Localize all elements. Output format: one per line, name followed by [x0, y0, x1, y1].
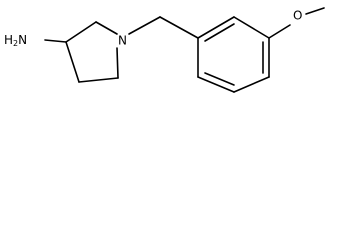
benzyl-linker — [128, 16, 199, 39]
bond-ar5-ar6 — [197, 76, 235, 93]
bond-ar1-ar2 — [197, 16, 235, 39]
amine-label: H2N — [4, 33, 27, 48]
ring-nitrogen-label: N — [118, 34, 127, 48]
bond-ch2-ring — [159, 16, 199, 39]
bond-c5-c4 — [78, 77, 119, 83]
bond-c4-c3 — [65, 41, 80, 83]
double-bond-ar1-ar2 — [204, 23, 235, 42]
bond-ar2-ar3 — [233, 16, 270, 39]
pyrrolidine-ring — [65, 21, 119, 83]
methoxy-group — [268, 7, 325, 39]
molecule-structure-diagram: H2N N O — [4, 7, 325, 93]
bond-c3-c2 — [65, 21, 97, 43]
bond-oxygen-methyl — [305, 7, 325, 15]
bond-c2-n1 — [95, 21, 118, 35]
bond-c3-amine — [44, 39, 67, 43]
ether-oxygen-label: O — [293, 9, 302, 23]
benzene-ring — [197, 16, 270, 93]
bond-n1-c5 — [116, 47, 119, 79]
double-bond-ar5-ar6 — [204, 72, 235, 86]
bond-ar4-ar5 — [233, 76, 270, 93]
bond-ar3-oxygen — [268, 24, 291, 39]
bond-n1-ch2 — [128, 16, 161, 35]
